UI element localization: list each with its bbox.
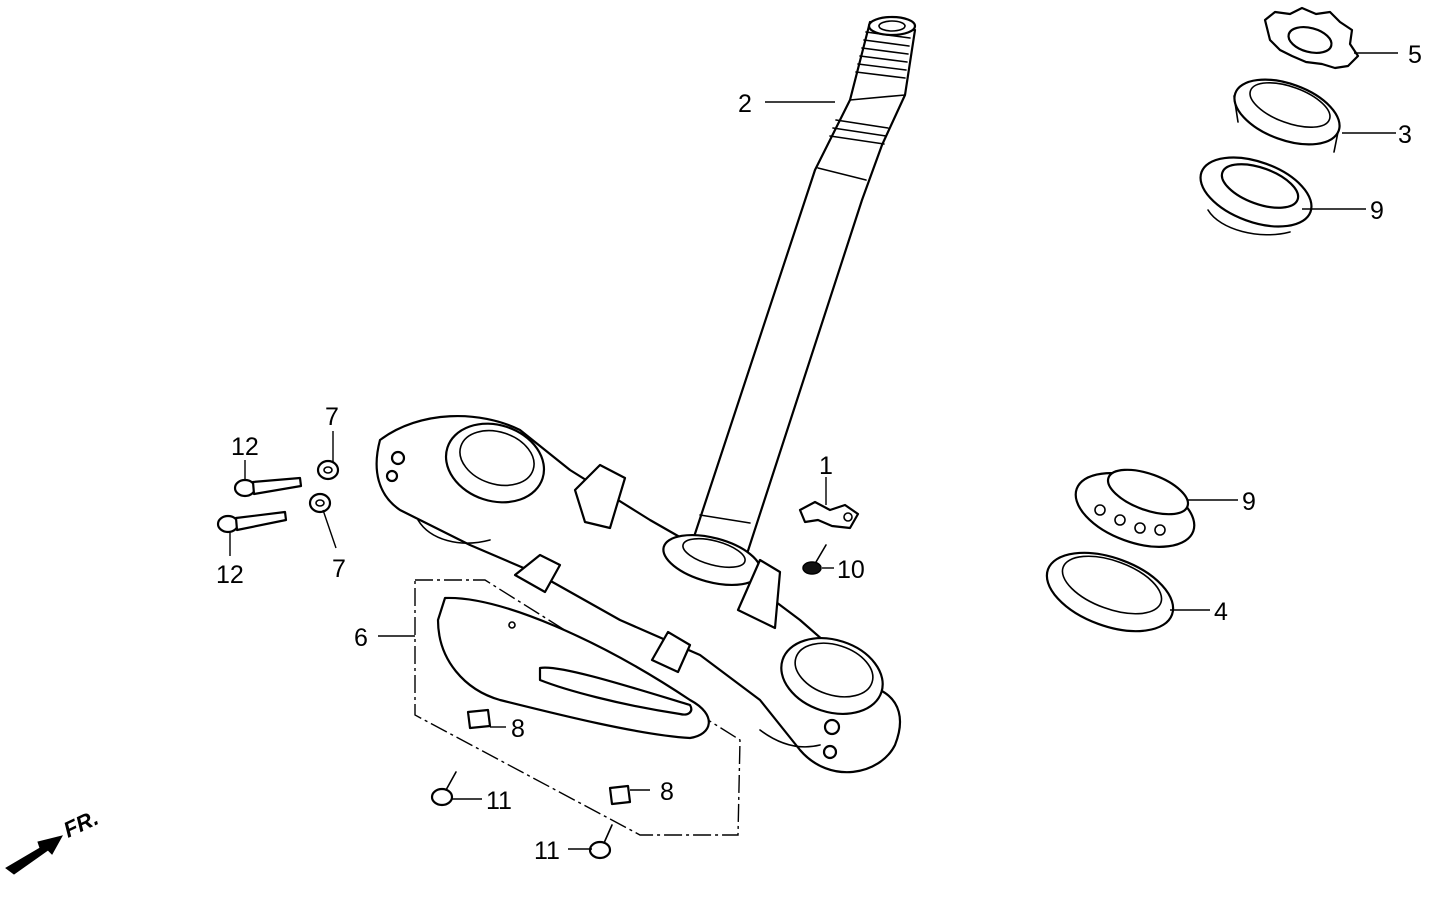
steering-stem-nut bbox=[1263, 6, 1360, 70]
hose-clip bbox=[798, 500, 860, 530]
callout-9a: 9 bbox=[1370, 197, 1384, 225]
callout-12b: 12 bbox=[216, 561, 244, 589]
guard-bolt-a bbox=[430, 771, 457, 807]
steering-stem-shaft bbox=[686, 15, 917, 562]
callout-11a: 11 bbox=[486, 787, 512, 815]
callout-8a: 8 bbox=[511, 715, 525, 743]
callout-4: 4 bbox=[1214, 598, 1228, 626]
bottom-cone-race bbox=[1045, 551, 1175, 633]
callout-7a: 7 bbox=[325, 403, 339, 431]
front-direction-indicator: FR. bbox=[5, 805, 103, 875]
grommet-b bbox=[608, 784, 632, 806]
clip-screw bbox=[802, 544, 827, 575]
guard-plate bbox=[414, 579, 741, 836]
leader-lines bbox=[229, 52, 1398, 850]
callout-8b: 8 bbox=[660, 778, 674, 806]
callout-6: 6 bbox=[354, 624, 368, 652]
callout-5: 5 bbox=[1408, 41, 1422, 69]
upper-steering-bearing bbox=[1199, 156, 1313, 236]
lower-triple-clamp bbox=[375, 414, 902, 774]
callout-1: 1 bbox=[819, 452, 833, 480]
front-label: FR. bbox=[60, 805, 103, 843]
callout-10: 10 bbox=[837, 556, 865, 584]
top-cone-race bbox=[1233, 78, 1341, 153]
pinch-bolt-lower bbox=[216, 510, 288, 534]
callout-3: 3 bbox=[1398, 121, 1412, 149]
washer-lower bbox=[308, 492, 332, 514]
callout-7b: 7 bbox=[332, 555, 346, 583]
callout-12a: 12 bbox=[231, 433, 259, 461]
callout-11b: 11 bbox=[534, 837, 560, 865]
grommet-a bbox=[466, 708, 492, 730]
callout-9b: 9 bbox=[1242, 488, 1256, 516]
front-arrow-icon bbox=[5, 835, 63, 875]
lower-steering-bearing bbox=[1074, 468, 1196, 548]
callout-2: 2 bbox=[738, 90, 752, 118]
washer-upper bbox=[316, 459, 340, 481]
pinch-bolt-upper bbox=[233, 476, 303, 498]
guard-bolt-b bbox=[588, 824, 613, 860]
callout-labels: 1 2 3 4 5 6 7 7 8 8 9 9 10 11 11 12 12 bbox=[216, 41, 1422, 865]
